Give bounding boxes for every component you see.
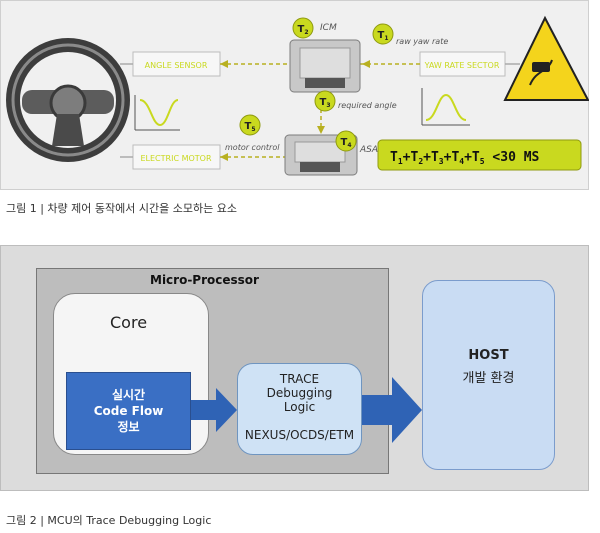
motor-control-label: motor control — [225, 143, 280, 152]
svg-text:T4: T4 — [340, 137, 351, 149]
raw-yaw-rate-label: raw yaw rate — [396, 37, 448, 46]
svg-text:T2: T2 — [297, 24, 308, 36]
trace-line-3: Logic — [283, 400, 316, 414]
asa-label: ASA — [359, 145, 378, 155]
pulse-wave-icon — [421, 88, 470, 126]
host-title: HOST — [468, 348, 509, 363]
badge-t3: T3 — [314, 90, 336, 112]
angle-sensor-label: ANGLE SENSOR — [145, 61, 208, 70]
host-box: HOST 개발 환경 — [422, 280, 555, 470]
icm-module-icon — [289, 39, 361, 93]
micro-processor-label: Micro-Processor — [150, 273, 259, 287]
svg-text:T3: T3 — [319, 97, 330, 109]
formula-text: T1+T2+T3+T4+T5 <30 MS — [390, 150, 540, 166]
core-label: Core — [110, 313, 148, 332]
arrow-core-to-trace — [191, 388, 237, 432]
steering-wheel-icon — [6, 38, 130, 162]
figure2-caption: 그림 2 | MCU의 Trace Debugging Logic — [6, 514, 212, 527]
realtime-line-3: 정보 — [117, 420, 140, 434]
figure1-diagram: ANGLE SENSOR ELECTRIC MOTOR YAW RATE SEC… — [0, 0, 589, 190]
electric-motor-label: ELECTRIC MOTOR — [140, 154, 211, 163]
sine-wave-icon — [134, 95, 180, 131]
trace-line-1: TRACE — [279, 372, 320, 386]
nexus-label: NEXUS/OCDS/ETM — [244, 428, 355, 442]
realtime-code-flow-box: 실시간 Code Flow 정보 — [66, 372, 191, 450]
svg-text:T1: T1 — [377, 30, 388, 42]
svg-text:T5: T5 — [244, 121, 255, 133]
yaw-rate-sector-label: YAW RATE SECTOR — [424, 61, 500, 70]
formula-box — [377, 139, 582, 171]
warning-sign-icon — [503, 15, 589, 101]
trace-debugging-box: TRACE Debugging Logic NEXUS/OCDS/ETM — [237, 363, 362, 455]
required-angle-label: required angle — [338, 101, 397, 110]
host-subtitle: 개발 환경 — [462, 371, 515, 386]
figure1-caption: 그림 1 | 차량 제어 동작에서 시간을 소모하는 요소 — [6, 202, 237, 215]
badge-t2: T2 — [292, 17, 314, 39]
badge-t4: T4 — [335, 130, 357, 152]
trace-line-2: Debugging — [266, 386, 333, 400]
badge-t5: T5 — [239, 114, 261, 136]
arrow-trace-to-host — [362, 377, 422, 443]
icm-label: ICM — [320, 23, 337, 33]
badge-t1: T1 — [372, 23, 394, 45]
realtime-line-2: Code Flow — [93, 404, 164, 418]
realtime-line-1: 실시간 — [111, 388, 146, 402]
